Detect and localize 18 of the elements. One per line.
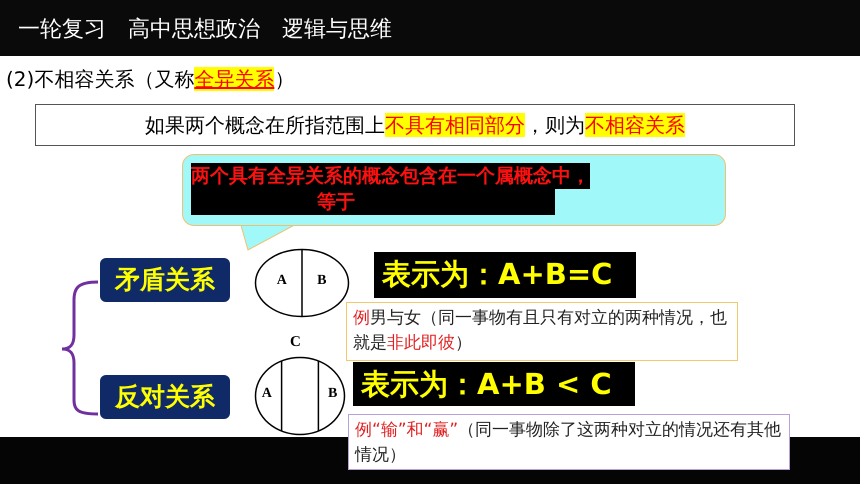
formula-box: 表示为：A+B=C bbox=[374, 252, 636, 298]
relation-box: 反对关系 bbox=[100, 375, 230, 419]
set-label: B bbox=[328, 386, 338, 402]
callout-text: 等于 bbox=[191, 189, 555, 215]
set-label: B bbox=[317, 273, 326, 289]
section-heading: (2)不相容关系（又称全异关系） bbox=[6, 66, 294, 93]
example-box: 例“输”和“赢”（同一事物除了这两种对立的情况还有其他情况） bbox=[348, 414, 790, 470]
venn-ellipse bbox=[254, 356, 346, 436]
venn-ellipse bbox=[254, 248, 350, 318]
callout-text: 两个具有全异关系的概念包含在一个属概念中， bbox=[191, 163, 590, 189]
set-label: A bbox=[276, 273, 287, 289]
definition-box: 如果两个概念在所指范围上不具有相同部分，则为不相容关系 bbox=[35, 104, 795, 146]
formula-box: 表示为：A+B < C bbox=[353, 362, 635, 406]
set-label: A bbox=[262, 386, 272, 402]
example-box: 例男与女（同一事物有且只有对立的两种情况，也就是非此即彼） bbox=[346, 302, 738, 361]
slide-title: 一轮复习 高中思想政治 逻辑与思维 bbox=[18, 16, 392, 44]
relation-box: 矛盾关系 bbox=[100, 258, 230, 302]
set-label: C bbox=[290, 334, 301, 351]
